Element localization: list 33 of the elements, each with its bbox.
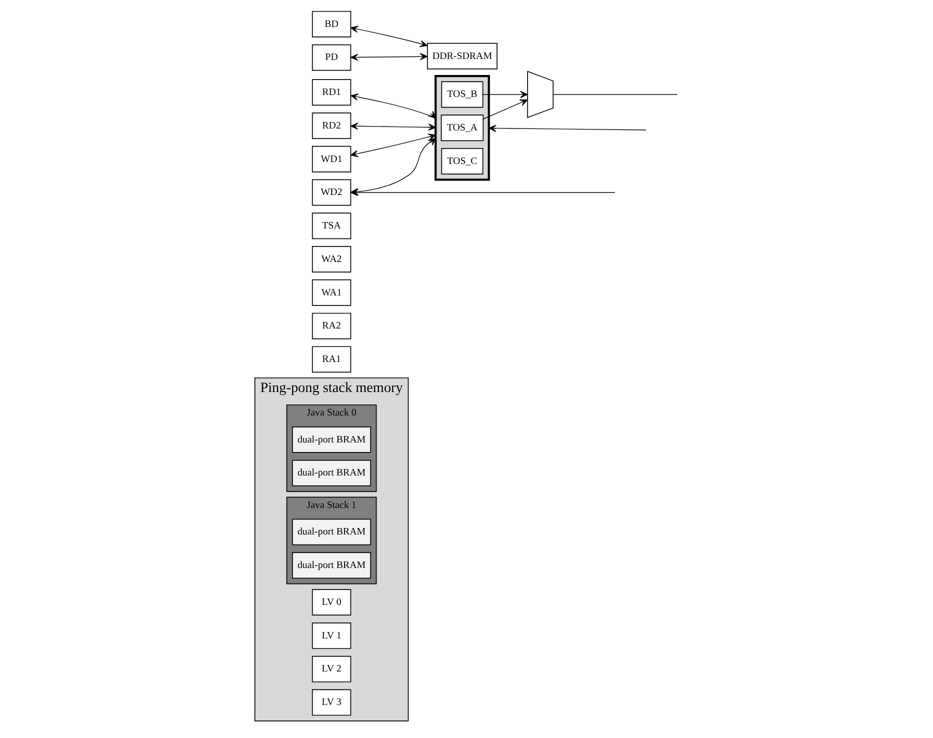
node-box: TSA [312,212,352,240]
node-box: RA1 [312,346,352,373]
arrow [350,53,428,61]
cluster [434,74,490,181]
node-trapezoid [527,70,554,118]
node-box: LV 1 [312,622,352,649]
connector [552,94,678,95]
node-box: TOS_A [440,114,484,142]
node-box: dual-port BRAM [292,518,372,546]
node-box: PD [312,44,352,71]
node-box: dual-port BRAM [292,552,372,579]
node-box: RD1 [312,79,352,106]
node-box: WA1 [312,279,352,306]
node-box: RA2 [312,312,352,340]
node-box: BD [312,10,352,38]
arrow [482,90,528,98]
arrow [350,122,436,131]
node-box: WD2 [312,179,352,206]
arrow [350,93,436,119]
node-box: dual-port BRAM [292,426,372,453]
node-box: LV 0 [312,589,352,616]
node-box: TOS_C [441,148,484,174]
node-box: WA2 [312,246,352,272]
node-box: DDR-SDRAM [427,42,498,70]
node-box: LV 2 [312,656,352,682]
node-box: LV 3 [312,689,352,716]
node-box: RD2 [312,112,352,139]
arrow [350,26,428,48]
arrow [350,134,436,158]
arrow [482,99,528,120]
node-box: TOS_B [441,81,484,108]
node-box: WD1 [312,146,352,172]
node-box: dual-port BRAM [292,460,372,486]
